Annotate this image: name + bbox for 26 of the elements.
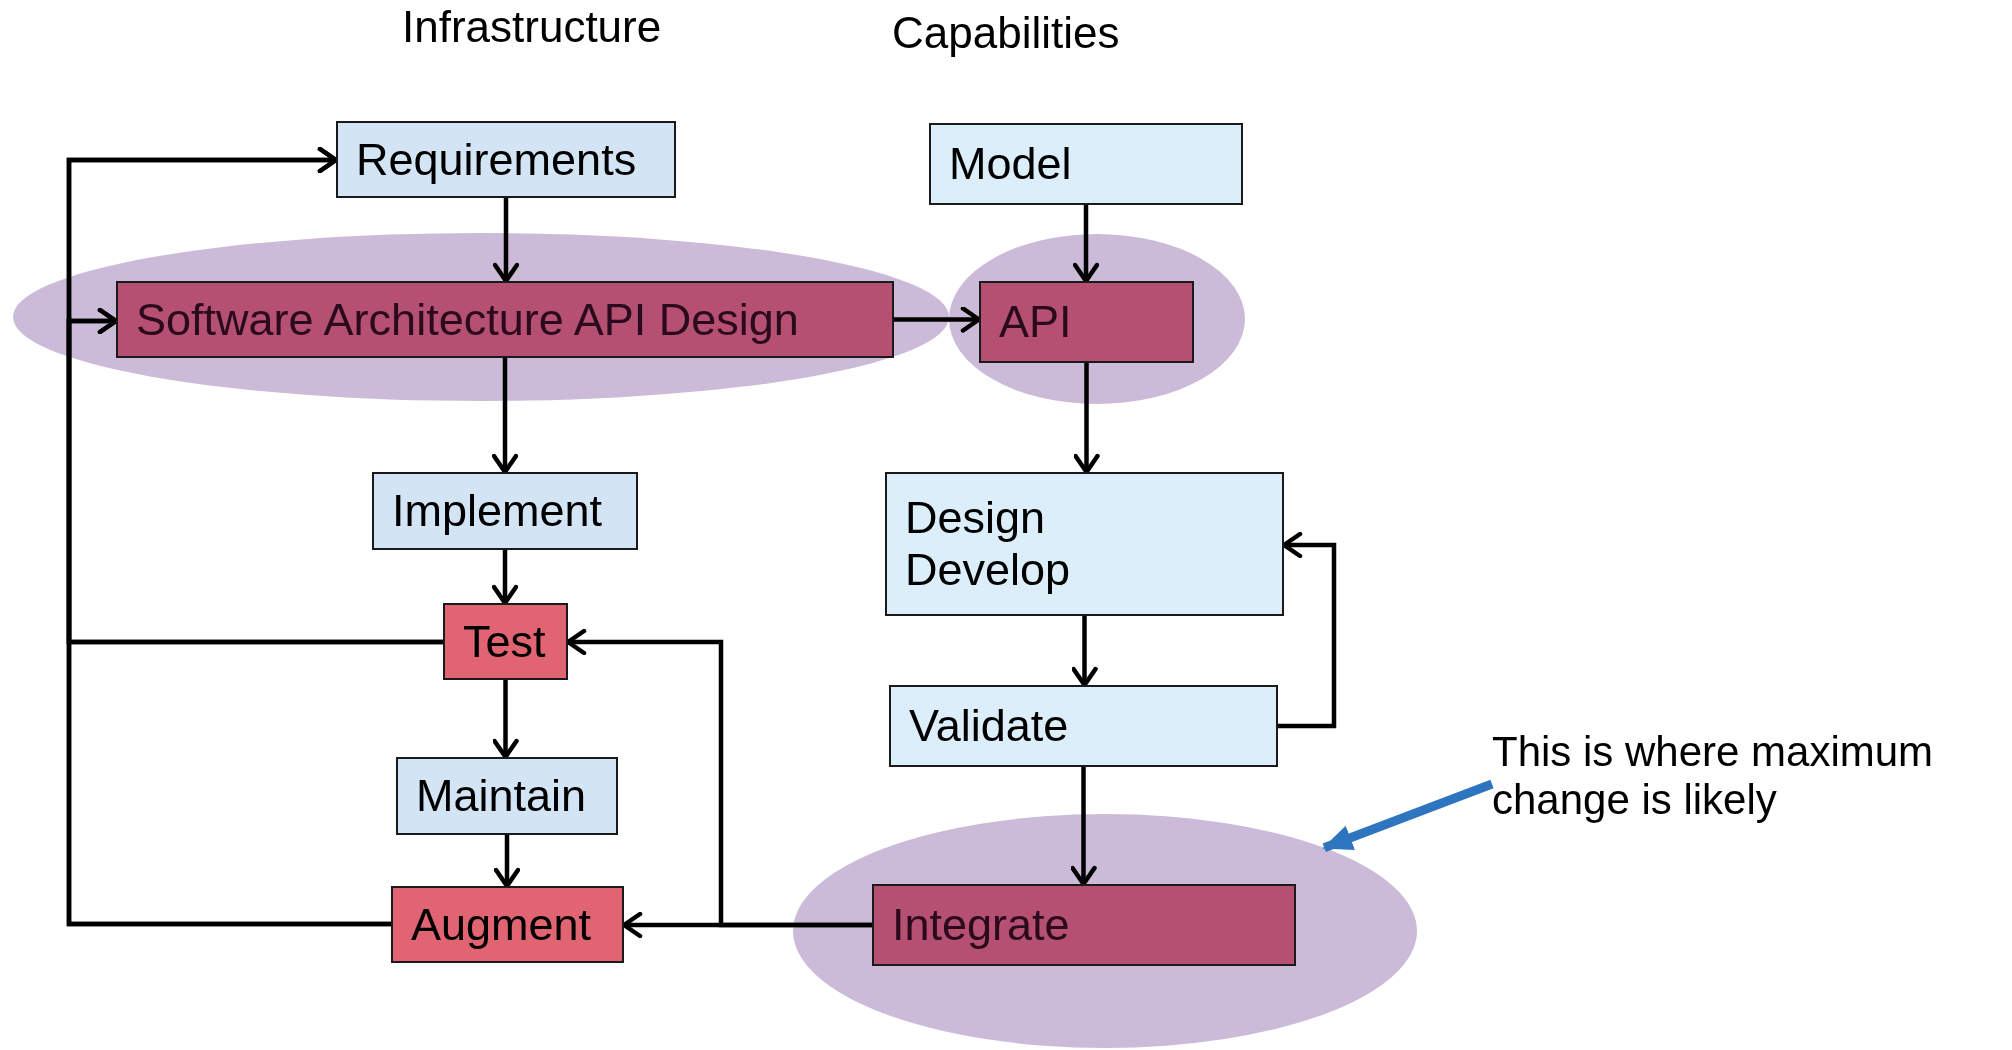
arrow [1278,531,1337,729]
process-box: Test [443,603,568,680]
arrow [1070,767,1097,887]
process-box: Maintain [396,757,618,835]
callout-text: This is where maximum change is likely [1492,728,2010,838]
process-box: Augment [391,886,624,963]
process-box: Design Develop [885,472,1284,616]
arrow [491,550,519,606]
process-box: Validate [889,685,1278,767]
arrow [1073,363,1100,475]
callout-arrow [1322,779,1494,852]
arrow [1072,205,1100,284]
column-heading: Infrastructure [402,2,662,52]
arrow [492,680,519,760]
process-box: Software Architecture API Design [116,281,894,358]
process-box: API [979,281,1194,363]
arrow [66,307,391,927]
arrow [491,358,519,475]
process-box: Implement [372,472,638,550]
arrow [493,835,521,889]
process-box: Model [929,123,1243,205]
arrow [1071,616,1098,688]
column-heading: Capabilities [892,8,1120,58]
process-box: Requirements [336,121,676,198]
arrow [492,198,520,284]
process-box: Integrate [872,884,1296,966]
